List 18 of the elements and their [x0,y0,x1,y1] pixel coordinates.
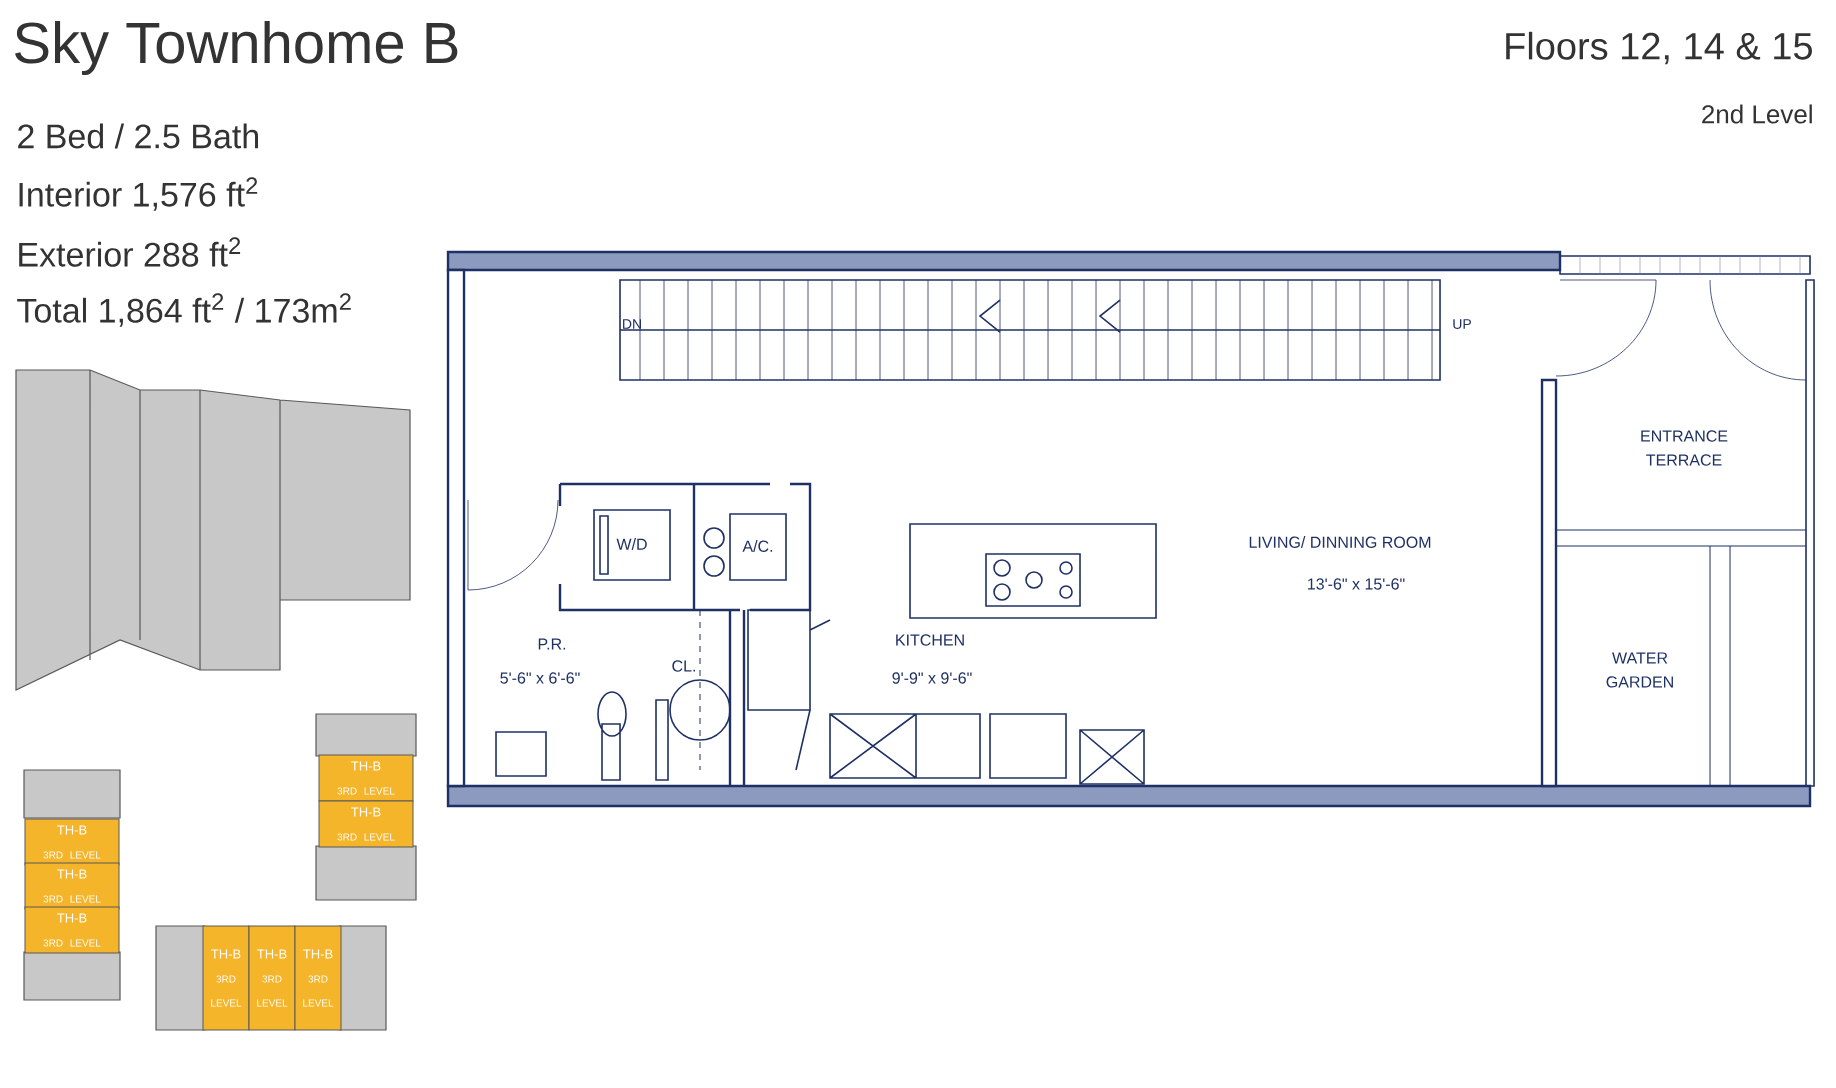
room-label: A/C. [742,540,773,552]
room-dimension: 5'-6" x 6'-6" [500,672,580,684]
room-dimension: 9'-9" x 9'-6" [892,672,972,684]
spec-text: Interior 1,576 ft$^{2}$ [19,177,258,211]
spec-text: Exterior 288 ft$^{2}$ [19,237,241,267]
room-label: KITCHEN [896,634,964,646]
room-label: WATER GARDEN [1606,652,1673,688]
spec-text: Total 1,864 ft$^{2}$ / 173m$^{2}$ [17,293,351,327]
level-text: 2nd Level [1702,104,1812,124]
title: Sky Townhome B [15,20,458,76]
room-label: W/D [616,538,647,550]
room-label: ENTRANCE TERRACE [1641,430,1728,466]
floors-text: Floors 12, 14 & 15 [1506,31,1812,65]
room-label: P.R. [538,638,566,650]
room-dimension: 13'-6" x 15'-6" [1308,578,1405,590]
room-label: CL. [672,660,695,672]
room-label: LIVING/ DINNING ROOM [1249,536,1431,548]
spec-text: 2 Bed / 2.5 Bath [18,123,258,149]
